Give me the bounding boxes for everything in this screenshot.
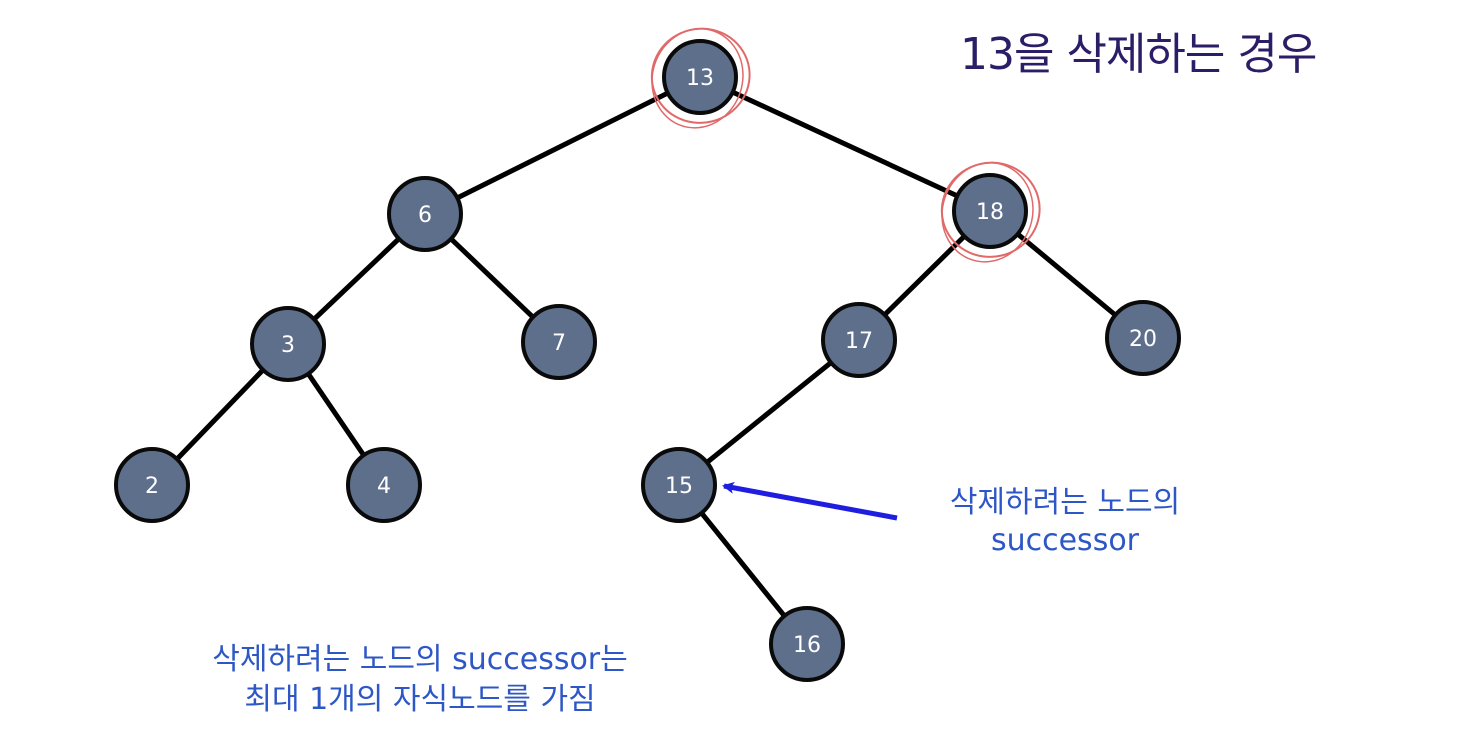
tree-node-6: 6	[387, 176, 463, 252]
successor-annotation: 삭제하려는 노드의 successor	[905, 484, 1225, 560]
edge-n13-n6	[423, 74, 702, 217]
node-circle	[821, 302, 897, 378]
tree-node-20: 20	[1105, 300, 1181, 376]
node-label: 4	[377, 474, 391, 499]
node-label: 6	[418, 203, 432, 228]
node-label: 13	[686, 66, 714, 91]
tree-node-16: 16	[769, 606, 845, 682]
rule-annotation: 삭제하려는 노드의 successor는 최대 1개의 자식노드를 가짐	[110, 640, 730, 720]
page-title: 13을 삭제하는 경우	[960, 29, 1317, 80]
edge-n17-n15	[677, 338, 861, 487]
tree-node-2: 2	[114, 447, 190, 523]
node-circle	[114, 447, 190, 523]
node-label: 15	[665, 474, 693, 499]
rule-annotation-line2: 최대 1개의 자식노드를 가짐	[244, 682, 596, 717]
tree-node-7: 7	[521, 304, 597, 380]
nodes-layer: 13 6 18 3 7 17 20 2 4 15 16	[114, 39, 1181, 682]
node-circle	[521, 304, 597, 380]
node-label: 18	[976, 200, 1004, 225]
highlight-layer	[650, 27, 1041, 263]
tree-node-17: 17	[821, 302, 897, 378]
node-circle	[1105, 300, 1181, 376]
successor-annotation-line1: 삭제하려는 노드의	[949, 485, 1181, 520]
node-label: 3	[281, 333, 295, 358]
node-circle	[346, 447, 422, 523]
node-circle	[387, 176, 463, 252]
node-circle	[952, 173, 1028, 249]
node-label: 2	[145, 474, 159, 499]
node-label: 7	[552, 331, 566, 356]
node-label: 20	[1129, 327, 1157, 352]
successor-annotation-line2: successor	[990, 523, 1140, 558]
node-circle	[641, 447, 717, 523]
node-label: 17	[845, 329, 873, 354]
highlight-stroke-13	[651, 27, 744, 129]
successor-arrow	[722, 481, 898, 521]
tree-node-3: 3	[250, 306, 326, 382]
node-circle	[250, 306, 326, 382]
node-label: 16	[793, 633, 821, 658]
tree-node-13: 13	[662, 39, 738, 115]
edge-n13-n18	[698, 74, 992, 214]
tree-node-18: 18	[952, 173, 1028, 249]
tree-node-4: 4	[346, 447, 422, 523]
tree-node-15: 15	[641, 447, 717, 523]
node-circle	[662, 39, 738, 115]
node-circle	[769, 606, 845, 682]
rule-annotation-line1: 삭제하려는 노드의 successor는	[212, 642, 628, 677]
highlight-stroke-18	[941, 161, 1034, 263]
